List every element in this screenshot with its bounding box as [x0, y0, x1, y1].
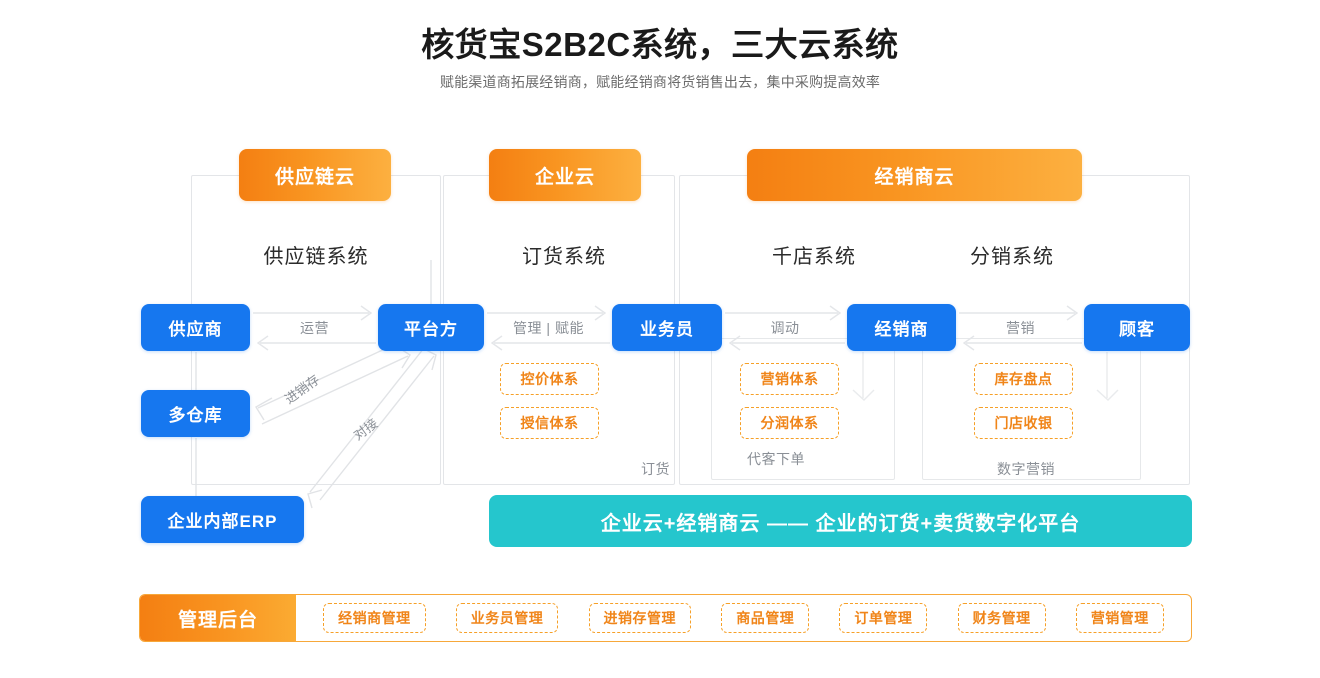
admin-chip-dealer-management[interactable]: 经销商管理 — [323, 603, 426, 633]
page-title: 核货宝S2B2C系统，三大云系统 — [421, 26, 899, 63]
admin-chip-inventory-management[interactable]: 进销存管理 — [588, 603, 691, 633]
capability-chip-credit[interactable]: 授信体系 — [500, 407, 599, 439]
admin-chip-salesperson-management[interactable]: 业务员管理 — [455, 603, 559, 633]
distribution-subframe — [922, 338, 1141, 480]
thousand-store-subframe — [711, 338, 895, 480]
caption-digital-marketing: 数字营销 — [997, 461, 1055, 477]
flow-arrow-mobilize: 调动 — [723, 305, 847, 351]
cloud-badge-dealer[interactable]: 经销商云 — [747, 149, 1082, 201]
cloud-badge-supply-chain[interactable]: 供应链云 — [239, 149, 391, 201]
flow-arrow-manage-empower: 管理 | 赋能 — [485, 305, 612, 351]
role-box-customer[interactable]: 顾客 — [1084, 304, 1190, 351]
flow-arrow-operation: 运营 — [251, 305, 378, 351]
flow-label-marketing: 营销 — [1006, 320, 1035, 336]
role-box-salesperson[interactable]: 业务员 — [612, 304, 722, 351]
system-name-distribution: 分销系统 — [970, 246, 1054, 268]
caption-proxy-order: 代客下单 — [747, 451, 805, 467]
role-box-platform[interactable]: 平台方 — [378, 304, 484, 351]
flow-arrow-marketing: 营销 — [957, 305, 1084, 351]
platform-summary-banner: 企业云+经销商云 —— 企业的订货+卖货数字化平台 — [489, 495, 1192, 547]
cloud-badge-enterprise[interactable]: 企业云 — [489, 149, 641, 201]
role-box-dealer[interactable]: 经销商 — [847, 304, 956, 351]
role-box-supplier[interactable]: 供应商 — [141, 304, 250, 351]
admin-chip-order-management[interactable]: 订单管理 — [839, 603, 928, 633]
capability-chip-price-control[interactable]: 控价体系 — [500, 363, 599, 395]
admin-chip-product-management[interactable]: 商品管理 — [721, 603, 810, 633]
admin-chip-marketing-management[interactable]: 营销管理 — [1075, 603, 1164, 633]
flow-label-manage-empower: 管理 | 赋能 — [513, 320, 584, 336]
admin-backend-bar: 管理后台 经销商管理 业务员管理 进销存管理 商品管理 订单管理 财务管理 营销… — [139, 594, 1192, 642]
capability-chip-store-pos[interactable]: 门店收银 — [974, 407, 1073, 439]
role-box-erp[interactable]: 企业内部ERP — [141, 496, 304, 543]
page-subtitle: 赋能渠道商拓展经销商，赋能经销商将货销售出去，集中采购提高效率 — [439, 74, 881, 90]
role-box-warehouse[interactable]: 多仓库 — [141, 390, 250, 437]
admin-chip-list: 经销商管理 业务员管理 进销存管理 商品管理 订单管理 财务管理 营销管理 — [296, 595, 1191, 641]
flow-label-operation: 运营 — [300, 320, 329, 336]
capability-chip-marketing-system[interactable]: 营销体系 — [740, 363, 839, 395]
admin-chip-finance-management[interactable]: 财务管理 — [957, 603, 1046, 633]
system-name-ordering: 订货系统 — [522, 246, 606, 268]
admin-backend-title: 管理后台 — [140, 595, 296, 641]
system-name-thousand-store: 千店系统 — [772, 246, 856, 268]
system-name-supply-chain: 供应链系统 — [263, 246, 369, 268]
capability-chip-profit-sharing[interactable]: 分润体系 — [740, 407, 839, 439]
flow-label-mobilize: 调动 — [770, 320, 800, 336]
caption-ordering: 订货 — [641, 461, 670, 477]
capability-chip-stock-count[interactable]: 库存盘点 — [974, 363, 1073, 395]
